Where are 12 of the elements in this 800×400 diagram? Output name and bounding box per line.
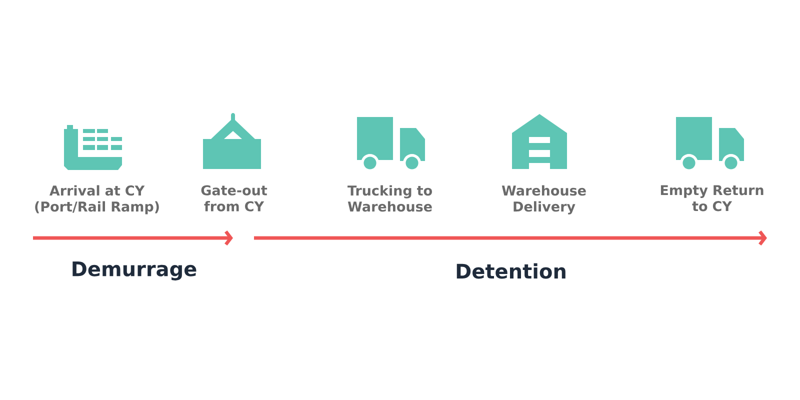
container-icon [203,113,261,169]
phase-label: Demurrage [72,262,196,280]
step-caption: Trucking to Warehouse [348,185,432,212]
truck-icon [357,117,425,172]
truck-icon [676,117,744,172]
step-caption: Arrival at CY (Port/Rail Ramp) [35,185,159,214]
step-caption: Warehouse Delivery [502,185,586,214]
step-caption: Gate-out from CY [201,185,268,212]
phase-label: Detention [456,263,566,279]
warehouse-icon [512,114,567,169]
ship-icon [64,125,122,170]
step-caption: Empty Return to CY [660,185,764,212]
